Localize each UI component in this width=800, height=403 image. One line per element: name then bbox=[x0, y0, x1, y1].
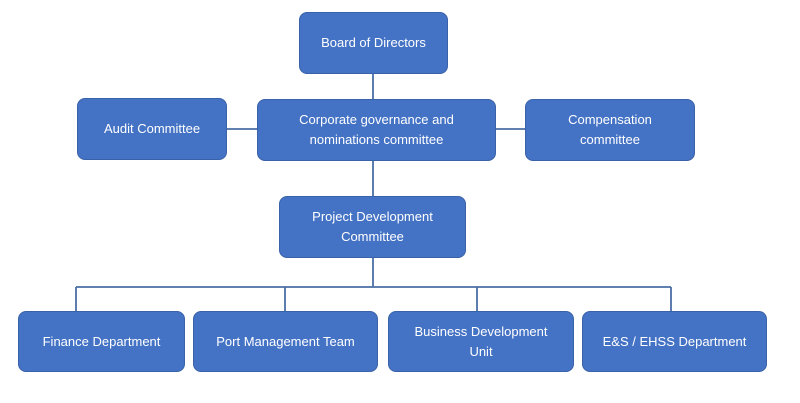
finance-department-box: Finance Department bbox=[18, 311, 185, 372]
compensation-committee-box: Compensation committee bbox=[525, 99, 695, 161]
project-development-committee-label: Project Development Committee bbox=[312, 209, 433, 244]
board-of-directors-box: Board of Directors bbox=[299, 12, 448, 74]
governance-committee-box: Corporate governance and nominations com… bbox=[257, 99, 496, 161]
business-development-unit-box: Business Development Unit bbox=[388, 311, 574, 372]
board-of-directors-label: Board of Directors bbox=[321, 35, 426, 50]
port-management-team-label: Port Management Team bbox=[216, 333, 355, 349]
ehss-department-box: E&S / EHSS Department bbox=[582, 311, 767, 372]
audit-committee-box: Audit Committee bbox=[77, 98, 227, 160]
audit-committee-label: Audit Committee bbox=[103, 121, 201, 136]
governance-committee-label: Corporate governance and nominations com… bbox=[299, 112, 454, 147]
ehss-department-label: E&S / EHSS Department bbox=[602, 333, 747, 349]
business-development-unit-label: Business Development Unit bbox=[414, 323, 548, 359]
compensation-committee-label: Compensation committee bbox=[568, 112, 652, 147]
project-development-committee-box: Project Development Committee bbox=[279, 196, 466, 258]
port-management-team-box: Port Management Team bbox=[193, 311, 378, 372]
finance-department-label: Finance Department bbox=[42, 333, 161, 349]
